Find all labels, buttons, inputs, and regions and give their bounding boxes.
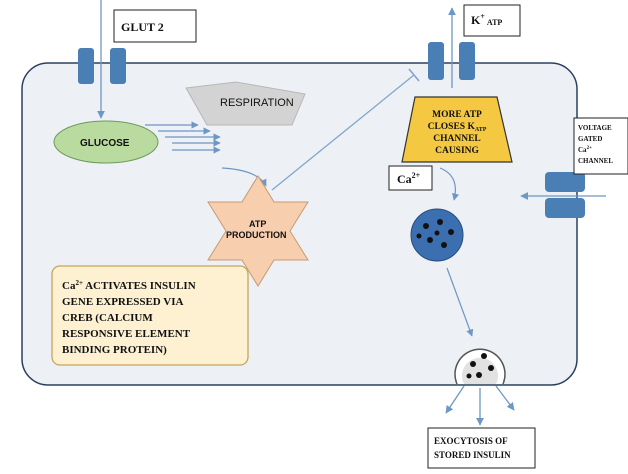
more-atp-text: MORE ATP CLOSES KATP CHANNEL CAUSING bbox=[428, 110, 487, 156]
exocytosis-label-box bbox=[427, 427, 536, 469]
respiration-label: RESPIRATION bbox=[220, 97, 294, 109]
voltage-gated-label: VOLTAGE GATED Ca2+ CHANNEL bbox=[578, 124, 613, 165]
glut2-channel bbox=[78, 48, 126, 84]
glut2-label-box bbox=[113, 9, 197, 43]
atp-production-star bbox=[207, 175, 309, 287]
svg-text:CAUSING: CAUSING bbox=[435, 146, 479, 156]
voltage-gated-calcium-channel bbox=[545, 172, 585, 218]
exocytosis-label: EXOCYTOSIS OF STORED INSULIN bbox=[434, 436, 511, 460]
svg-text:BINDING PROTEIN): BINDING PROTEIN) bbox=[62, 344, 167, 356]
calcium-label-box bbox=[388, 165, 433, 191]
glucose-label: GLUCOSE bbox=[80, 138, 130, 149]
more-atp-trapezoid bbox=[401, 96, 513, 163]
svg-text:GENE EXPRESSED VIA: GENE EXPRESSED VIA bbox=[62, 296, 183, 308]
exocytosis-arrows bbox=[445, 385, 515, 426]
svg-text:MORE ATP: MORE ATP bbox=[432, 110, 482, 120]
svg-text:CHANNEL: CHANNEL bbox=[578, 157, 613, 165]
atp-production-line2: PRODUCTION bbox=[226, 230, 287, 240]
svg-text:EXOCYTOSIS OF: EXOCYTOSIS OF bbox=[434, 436, 508, 446]
svg-text:CREB (CALCIUM: CREB (CALCIUM bbox=[62, 312, 153, 324]
creb-text: Ca2+ ACTIVATES INSULIN GENE EXPRESSED VI… bbox=[62, 279, 196, 356]
glucose-metabolism-arrows bbox=[145, 121, 221, 154]
respiration-to-atp-arrow bbox=[221, 167, 267, 187]
atp-production-line1: ATP bbox=[249, 219, 266, 229]
respiration-shape bbox=[185, 81, 306, 126]
svg-text:Ca2+ ACTIVATES INSULIN: Ca2+ ACTIVATES INSULIN bbox=[62, 279, 196, 292]
creb-box bbox=[51, 265, 249, 366]
atp-inhibition-bar bbox=[408, 68, 420, 82]
svg-text:GATED: GATED bbox=[578, 135, 602, 143]
atp-inhibition-line bbox=[271, 74, 415, 191]
insulin-vesicle bbox=[410, 208, 464, 262]
glucose-ellipse bbox=[53, 120, 159, 164]
svg-text:Ca2+: Ca2+ bbox=[578, 146, 592, 154]
svg-text:CHANNEL: CHANNEL bbox=[433, 134, 481, 144]
svg-text:VOLTAGE: VOLTAGE bbox=[578, 124, 612, 132]
exocytosis-vesicle bbox=[454, 348, 506, 385]
voltage-gated-label-box bbox=[573, 117, 628, 175]
svg-text:RESPONSIVE ELEMENT: RESPONSIVE ELEMENT bbox=[62, 328, 191, 340]
calcium-to-vesicle-arrow bbox=[439, 167, 460, 201]
katp-label: K+ATP bbox=[471, 12, 502, 27]
vesicle-to-membrane-arrow bbox=[446, 267, 474, 337]
glut2-label: GLUT 2 bbox=[121, 20, 164, 34]
katp-channel bbox=[428, 42, 475, 80]
katp-label-box bbox=[463, 4, 521, 37]
calcium-label: Ca2+ bbox=[397, 171, 421, 186]
svg-text:STORED INSULIN: STORED INSULIN bbox=[434, 450, 511, 460]
svg-text:CLOSES KATP: CLOSES KATP bbox=[428, 122, 487, 133]
